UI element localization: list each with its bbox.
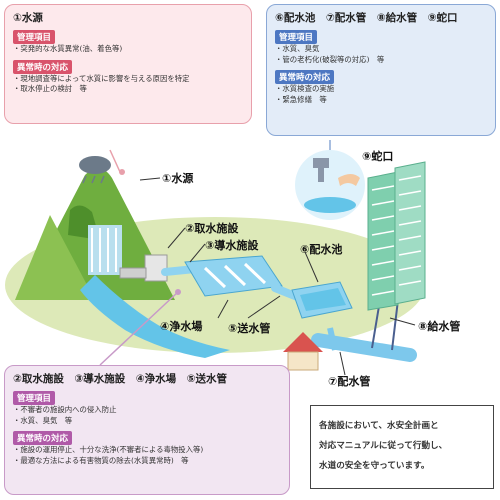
intake-arrow: [167, 227, 186, 249]
source-emergency-item: ・取水停止の検討 等: [13, 84, 87, 93]
intake-building: [144, 254, 168, 282]
distribution-emergency-tag: 異常時の対応: [275, 70, 335, 84]
treatment-mgmt-item: ・水質、臭気 等: [13, 415, 73, 425]
mountain-left: [15, 215, 95, 300]
source-callout-line: [109, 149, 121, 173]
building-right: [394, 161, 426, 305]
service-arrow: [389, 317, 416, 326]
distribution-riser: [327, 327, 338, 351]
label-intake: ②取水施設: [185, 222, 239, 235]
intake-gate: [119, 267, 147, 279]
treatment-mgmt-tag: 管理項目: [13, 391, 56, 405]
purification-basins: [203, 262, 267, 289]
treatment-box-title: ②取水施設 ③導水施設 ④浄水場 ⑤送水管: [13, 373, 228, 385]
distribution-emergency-item: ・緊急修繕 等: [275, 94, 327, 104]
treatment-mgmt-item: ・不審者の施設内への侵入防止: [13, 405, 117, 414]
reservoir-water: [300, 288, 346, 311]
distribution-box-title: ⑥配水池 ⑦配水管 ⑧給水管 ⑨蛇口: [275, 12, 458, 24]
source-box-title: ①水源: [13, 12, 43, 24]
distribution-info-box: ⑥配水池 ⑦配水管 ⑧給水管 ⑨蛇口 管理項目 ・水質、臭気 ・管の老朽化(破裂…: [266, 4, 496, 136]
treatment-emergency-item: ・施設の運用停止、十分な洗浄(不審者による毒物投入等): [13, 445, 204, 454]
conveyance-arrow: [189, 243, 206, 263]
summary-line: 水道の安全を守っています。: [319, 461, 430, 471]
distribution-emergency-item: ・水質検査の実施: [275, 84, 335, 93]
faucet-icon: [313, 158, 329, 168]
treatment-emergency-item: ・最適な方法による有害物質の除去(水質異常時) 等: [13, 455, 189, 465]
purification-arrow: [217, 299, 229, 319]
label-reservoir: ⑥配水池: [300, 243, 343, 256]
label-source: ①水源: [162, 172, 194, 185]
distribution-mgmt-tag: 管理項目: [275, 30, 318, 44]
hand-icon: [338, 174, 360, 186]
summary-line: 対応マニュアルに従って行動し、: [319, 441, 448, 451]
distribution-arrow: [339, 351, 346, 376]
label-conveyance: ③導水施設: [205, 239, 259, 252]
house-roof: [283, 332, 323, 352]
distribution-mgmt-item: ・水質、臭気: [275, 44, 320, 53]
source-arrow: [139, 177, 161, 181]
label-faucet: ⑨蛇口: [362, 150, 394, 163]
transmission-arrow: [247, 295, 281, 319]
waterfall: [91, 228, 117, 272]
label-distribution-pipe: ⑦配水管: [328, 375, 371, 388]
summary-box: 各施設において、水安全計画と 対応マニュアルに従って行動し、 水道の安全を守って…: [310, 405, 494, 489]
source-callout-dot: [119, 169, 125, 175]
rain-drops: [82, 175, 105, 184]
source-emergency-tag: 異常時の対応: [13, 59, 73, 74]
treatment-emergency-tag: 異常時の対応: [13, 431, 73, 445]
source-emergency-item: ・現地調査等によって水質に影響を与える原因を特定: [13, 73, 190, 83]
source-info-box: ①水源 管理項目 ・突発的な水質異常(油、着色等) 異常時の対応 ・現地調査等に…: [4, 4, 252, 124]
house-icon: [287, 351, 319, 371]
rain-cloud: [79, 156, 111, 174]
label-service-pipe: ⑧給水管: [418, 320, 461, 333]
treatment-callout-dot: [175, 289, 181, 295]
source-mgmt-item: ・突発的な水質異常(油、着色等): [13, 44, 123, 53]
building-windows: [371, 175, 422, 296]
faucet-basin: [304, 197, 356, 213]
treatment-info-box: ②取水施設 ③導水施設 ④浄水場 ⑤送水管 管理項目 ・不審者の施設内への侵入防…: [4, 365, 290, 495]
summary-line: 各施設において、水安全計画と: [319, 421, 439, 431]
river: [80, 275, 230, 358]
source-mgmt-tag: 管理項目: [13, 30, 56, 44]
treatment-callout-line: [99, 291, 179, 366]
reservoir-arrow: [304, 251, 319, 283]
label-transmission: ⑤送水管: [228, 322, 271, 335]
faucet-spout: [318, 168, 324, 182]
distribution-mgmt-item: ・管の老朽化(破裂等の対応) 等: [275, 54, 385, 64]
building-left: [367, 171, 399, 311]
label-purification: ④浄水場: [160, 320, 203, 333]
